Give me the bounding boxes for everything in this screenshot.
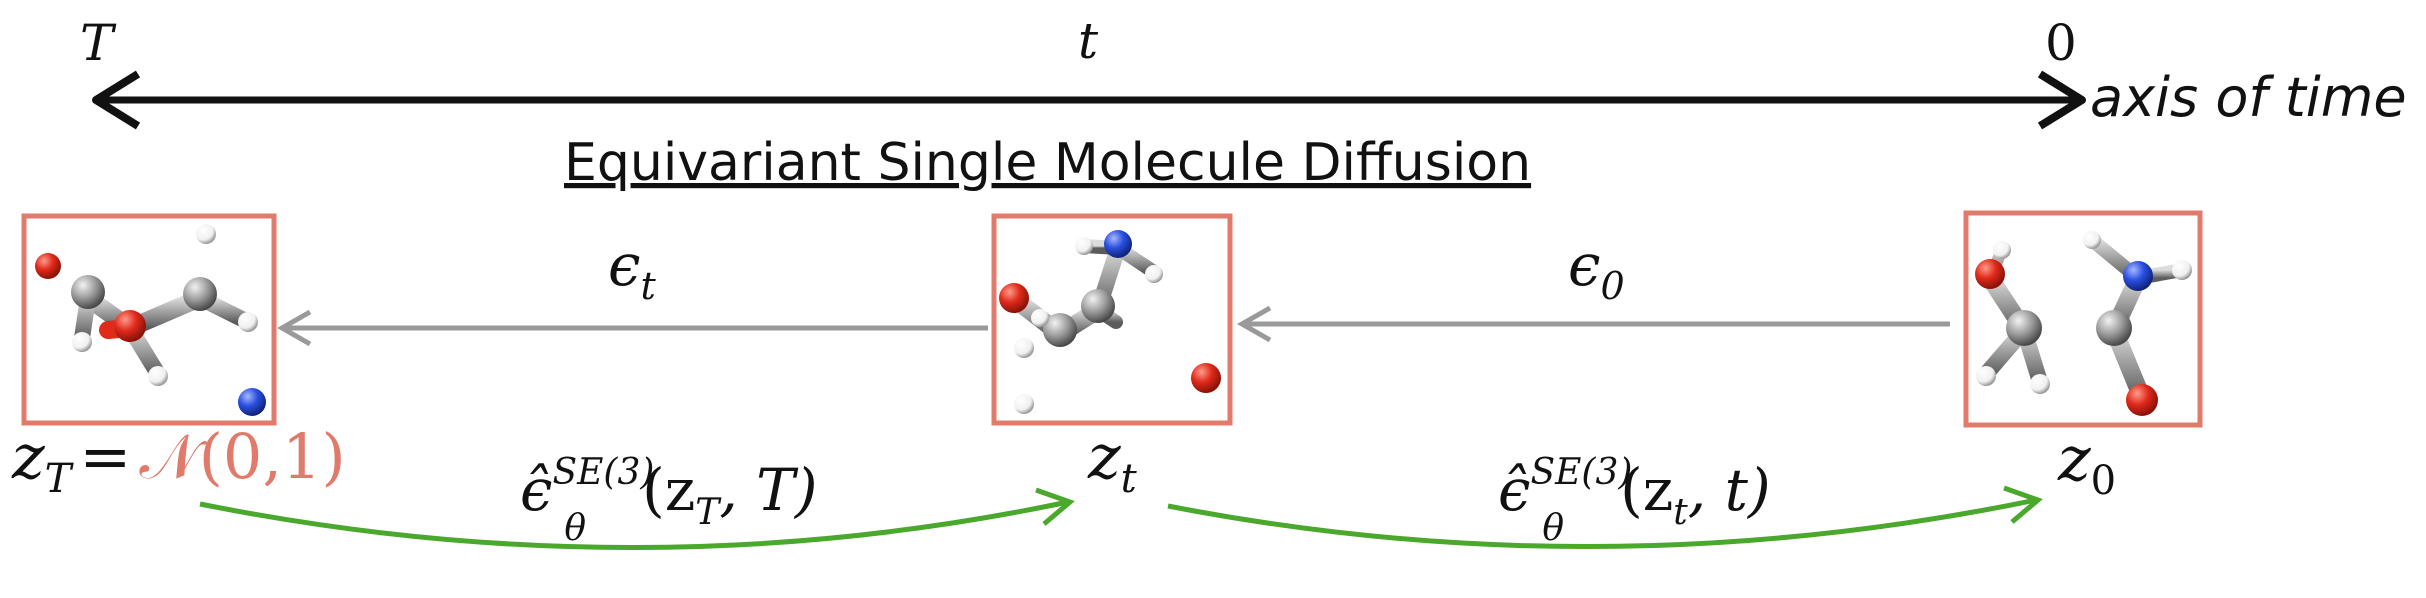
time-axis-caption: axis of time: [2090, 66, 2407, 129]
atom-oxygen: [999, 283, 1029, 313]
time-axis: T t 0 axis of time: [80, 12, 2407, 130]
atom-oxygen: [35, 253, 61, 279]
state-label-zt: zt: [1087, 420, 1138, 502]
atom-oxygen: [2126, 384, 2158, 416]
molecule-box-zT: [21, 213, 277, 426]
atom-carbon: [183, 277, 217, 311]
noise-arrow-2-label: ϵ0: [1568, 231, 1625, 308]
atom-hydrogen: [1014, 394, 1034, 414]
noise-arrow-2-head: [1236, 305, 1272, 343]
noise-arrow-1-head: [276, 309, 312, 347]
time-axis-right-arrowhead: [2037, 70, 2086, 130]
molecule-box-zt: [991, 213, 1233, 426]
atom-hydrogen: [1075, 237, 1093, 255]
atom-oxygen: [1975, 259, 2005, 289]
atom-nitrogen: [238, 388, 266, 416]
molecule-z0: [1975, 231, 2192, 416]
atom-hydrogen: [1031, 309, 1049, 327]
time-axis-label-T: T: [80, 14, 117, 72]
time-axis-label-0: 0: [2045, 14, 2077, 72]
denoise-arrow-1-curve: [199, 499, 1069, 550]
molecule-zT: [35, 224, 266, 416]
molecule-box-z0: [1963, 210, 2203, 428]
atom-carbon: [2096, 310, 2132, 346]
denoise-arrow-1-head: [1035, 487, 1075, 526]
atom-hydrogen: [72, 332, 92, 352]
noise-arrow-1: ϵt: [276, 231, 988, 347]
atom-nitrogen: [2123, 261, 2153, 291]
atom-carbon: [71, 275, 105, 309]
atom-oxygen: [1191, 363, 1221, 393]
atom-hydrogen: [1993, 241, 2011, 259]
denoise-arrow-2-curve: [1167, 497, 2037, 550]
atom-carbon: [2006, 310, 2042, 346]
atom-hydrogen: [2083, 231, 2101, 249]
state-label-zT: zT=𝒩(0,1): [11, 420, 346, 502]
molecule-zt: [999, 230, 1221, 414]
atom-hydrogen: [1976, 366, 1996, 386]
atom-hydrogen: [196, 224, 216, 244]
atom-carbon: [1043, 313, 1077, 347]
atom-hydrogen: [2172, 260, 2192, 280]
atom-hydrogen: [238, 312, 258, 332]
time-axis-label-t: t: [1078, 12, 1099, 70]
time-axis-left-arrowhead: [92, 70, 141, 130]
atom-hydrogen: [2030, 374, 2050, 394]
atom-hydrogen: [1014, 338, 1034, 358]
denoise-arrow-2: ϵ̂SE(3)θ(zt, t): [1167, 452, 2043, 550]
denoise-arrow-2-label: ϵ̂SE(3)θ(zt, t): [1498, 452, 1771, 549]
atom-carbon: [1081, 289, 1115, 323]
denoise-arrow-1-label: ϵ̂SE(3)θ(zT, T): [520, 452, 818, 549]
denoise-arrow-1: ϵ̂SE(3)θ(zT, T): [199, 452, 1075, 550]
atom-oxygen: [114, 310, 146, 342]
page-title: Equivariant Single Molecule Diffusion: [564, 133, 1531, 193]
denoise-arrow-2-head: [2003, 485, 2043, 524]
atom-hydrogen: [1145, 265, 1163, 283]
atom-hydrogen: [148, 366, 168, 386]
noise-arrow-1-label: ϵt: [608, 231, 656, 308]
atom-nitrogen: [1104, 230, 1132, 258]
state-label-z0: z0: [2057, 422, 2116, 504]
noise-arrow-2: ϵ0: [1236, 231, 1950, 343]
